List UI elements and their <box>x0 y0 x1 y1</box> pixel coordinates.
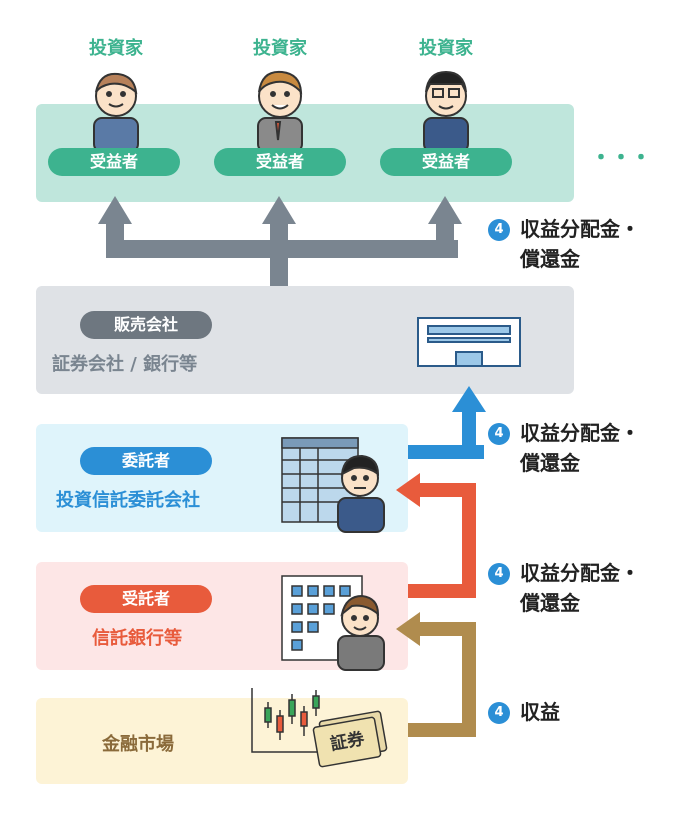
investor-figure-3 <box>423 70 469 153</box>
step-number-badge: 4 <box>488 702 510 724</box>
step-income: 4 収益 <box>488 697 560 727</box>
step-number-badge: 4 <box>488 423 510 445</box>
settlor-description: 投資信託委託会社 <box>56 490 200 511</box>
step-number-badge: 4 <box>488 563 510 585</box>
trustee-description: 信託銀行等 <box>92 628 182 649</box>
seller-badge: 販売会社 <box>80 311 212 339</box>
step-text-line2: 償還金 <box>520 247 580 271</box>
distribution-arrows <box>98 196 462 286</box>
step-distribution-1: 4 収益分配金・ 償還金 <box>488 214 640 274</box>
step-text-line1: 収益分配金・ <box>520 217 640 241</box>
settlor-person <box>337 454 385 533</box>
investor-label-1: 投資家 <box>89 38 143 59</box>
investor-figure-1 <box>93 72 139 153</box>
gold-arrow <box>396 612 476 737</box>
blue-arrow <box>408 386 486 459</box>
beneficiary-badge-1: 受益者 <box>48 148 180 176</box>
step-distribution-3: 4 収益分配金・ 償還金 <box>488 558 640 618</box>
beneficiary-badge-2: 受益者 <box>214 148 346 176</box>
step-text-line1: 収益分配金・ <box>520 561 640 585</box>
candlestick-chart-icon <box>251 688 330 753</box>
settlor-badge: 委託者 <box>80 447 212 475</box>
investor-label-3: 投資家 <box>419 38 473 59</box>
seller-building-icon <box>417 317 521 367</box>
step-number-badge: 4 <box>488 219 510 241</box>
trustee-badge: 受託者 <box>80 585 212 613</box>
step-text-line2: 償還金 <box>520 591 580 615</box>
beneficiary-badge-3: 受益者 <box>380 148 512 176</box>
seller-description: 証券会社 / 銀行等 <box>52 354 198 375</box>
securities-certificate-icon <box>312 710 388 768</box>
more-investors-dots: ・・・ <box>590 146 652 171</box>
market-description: 金融市場 <box>102 734 174 755</box>
trustee-person <box>337 594 385 671</box>
investor-label-2: 投資家 <box>253 38 307 59</box>
red-arrow <box>396 473 476 598</box>
step-distribution-2: 4 収益分配金・ 償還金 <box>488 418 640 478</box>
step-text-line1: 収益分配金・ <box>520 421 640 445</box>
investor-figure-2 <box>257 70 303 153</box>
step-text-line2: 償還金 <box>520 451 580 475</box>
step-text-line1: 収益 <box>520 700 560 724</box>
